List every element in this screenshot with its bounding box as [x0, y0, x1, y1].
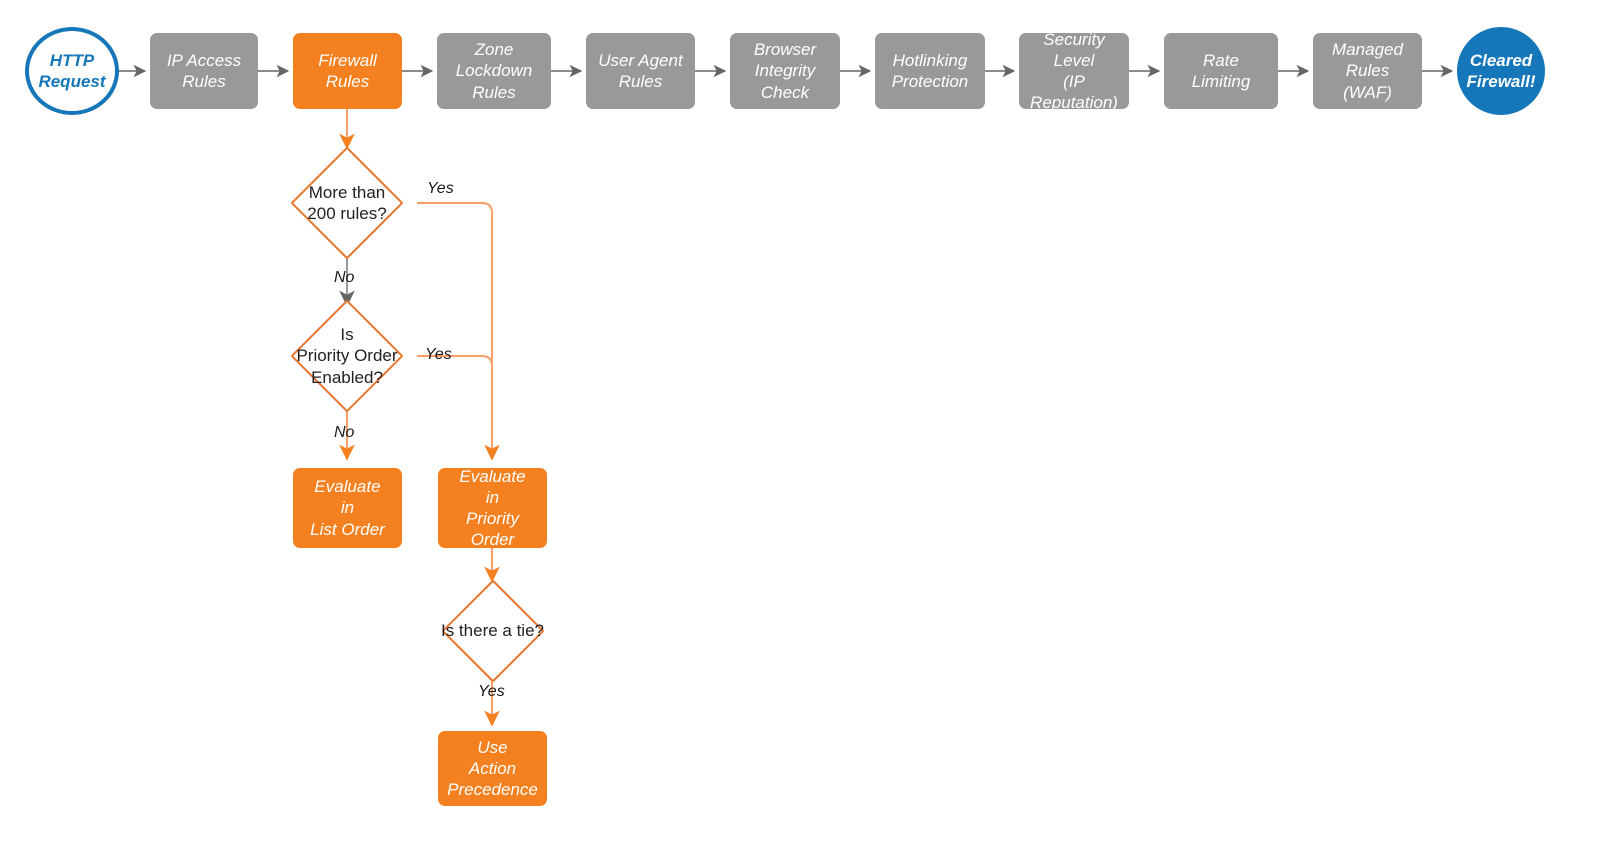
node-browser-integrity-check[interactable]: Browser Integrity Check — [730, 33, 840, 109]
node-rate-limiting[interactable]: Rate Limiting — [1164, 33, 1278, 109]
node-zone-lockdown-rules-label: Zone Lockdown Rules — [455, 40, 533, 102]
decision-more-than-200-rules-label: More than 200 rules? — [307, 182, 387, 223]
node-ip-access-rules[interactable]: IP Access Rules — [150, 33, 258, 109]
node-firewall-rules[interactable]: Firewall Rules — [293, 33, 402, 109]
node-browser-integrity-check-label: Browser Integrity Check — [753, 40, 817, 102]
node-evaluate-in-list-order[interactable]: Evaluate in List Order — [293, 468, 402, 548]
node-hotlinking-protection-label: Hotlinking Protection — [891, 50, 969, 91]
node-use-action-precedence-label: Use Action Precedence — [447, 737, 538, 800]
decision-is-there-a-tie-label: Is there a tie? — [440, 621, 544, 641]
node-cleared-firewall-label: Cleared Firewall! — [1466, 50, 1536, 91]
edge-d1-yes — [417, 202, 500, 461]
node-user-agent-rules[interactable]: User Agent Rules — [586, 33, 695, 109]
node-use-action-precedence[interactable]: Use Action Precedence — [438, 731, 547, 806]
node-rate-limiting-label: Rate Limiting — [1191, 50, 1251, 91]
node-ip-access-rules-label: IP Access Rules — [166, 50, 242, 91]
node-zone-lockdown-rules[interactable]: Zone Lockdown Rules — [437, 33, 551, 109]
decision-more-than-200-rules[interactable]: More than 200 rules? — [277, 146, 417, 260]
decision-is-priority-order-enabled[interactable]: Is Priority Order Enabled? — [277, 299, 417, 413]
edge-label-d2-no: No — [334, 424, 355, 441]
edge-label-d3-yes: Yes — [478, 683, 505, 700]
edge-label-d2-yes: Yes — [425, 346, 452, 363]
node-evaluate-in-priority-order[interactable]: Evaluate in Priority Order — [438, 466, 547, 550]
node-http-request[interactable]: HTTP Request — [25, 27, 119, 115]
node-security-level-label: Security Level (IP Reputation) — [1030, 29, 1118, 113]
node-hotlinking-protection[interactable]: Hotlinking Protection — [875, 33, 985, 109]
node-evaluate-in-list-order-label: Evaluate in List Order — [310, 477, 385, 539]
node-user-agent-rules-label: User Agent Rules — [598, 50, 683, 91]
node-http-request-label: HTTP Request — [38, 50, 106, 91]
edge-d2-yes — [417, 355, 493, 430]
node-security-level[interactable]: Security Level (IP Reputation) — [1019, 30, 1129, 112]
edge-label-d1-no: No — [334, 269, 355, 286]
node-evaluate-in-priority-order-label: Evaluate in Priority Order — [459, 466, 526, 550]
node-cleared-firewall[interactable]: Cleared Firewall! — [1457, 27, 1545, 115]
edge-label-d1-yes: Yes — [427, 180, 454, 197]
decision-is-priority-order-enabled-label: Is Priority Order Enabled? — [296, 325, 398, 387]
node-managed-rules-waf-label: Managed Rules (WAF) — [1332, 40, 1403, 102]
node-firewall-rules-label: Firewall Rules — [318, 50, 377, 91]
decision-is-there-a-tie[interactable]: Is there a tie? — [424, 579, 561, 683]
node-managed-rules-waf[interactable]: Managed Rules (WAF) — [1313, 33, 1422, 109]
